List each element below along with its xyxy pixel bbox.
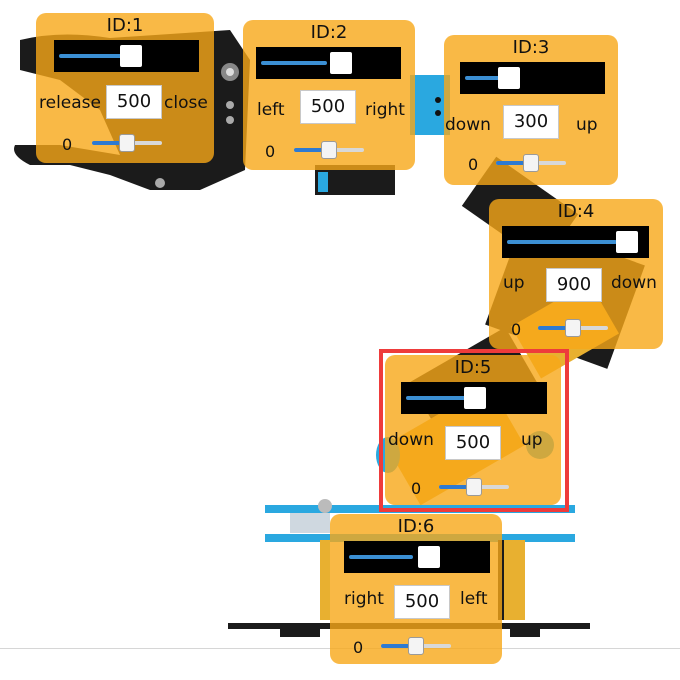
value-slider[interactable] xyxy=(496,154,566,172)
value-input[interactable]: 500 xyxy=(445,426,501,460)
min-label: 0 xyxy=(62,135,73,154)
value-slider[interactable] xyxy=(381,637,451,655)
value-slider[interactable] xyxy=(439,478,509,496)
servo-panel-id3: ID:3 down 300 up 0 xyxy=(444,35,618,185)
servo-title: ID:2 xyxy=(310,22,348,43)
value-input[interactable]: 300 xyxy=(503,105,559,139)
value-input[interactable]: 900 xyxy=(546,268,602,302)
position-indicator xyxy=(401,382,547,414)
value-slider[interactable] xyxy=(92,134,162,152)
value-slider[interactable] xyxy=(294,141,364,159)
min-label: 0 xyxy=(468,155,479,174)
min-label: 0 xyxy=(411,479,422,498)
servo-panel-id6: ID:6 right 500 left 0 xyxy=(330,514,502,664)
left-label: left xyxy=(460,589,488,609)
servo-title: ID:3 xyxy=(512,37,550,58)
up-label: up xyxy=(521,430,543,450)
min-label: 0 xyxy=(353,638,364,657)
servo-title: ID:6 xyxy=(397,516,435,537)
right-label: right xyxy=(344,589,384,609)
servo-panel-id4: ID:4 up 900 down 0 xyxy=(489,199,663,349)
value-input[interactable]: 500 xyxy=(394,585,450,619)
servo-panel-id2: ID:2 left 500 right 0 xyxy=(243,20,415,170)
left-label: left xyxy=(257,100,285,120)
value-slider[interactable] xyxy=(538,319,608,337)
position-indicator xyxy=(502,226,649,258)
close-label: close xyxy=(164,93,208,113)
value-input[interactable]: 500 xyxy=(300,90,356,124)
position-indicator xyxy=(460,62,605,94)
servo-title: ID:4 xyxy=(557,201,595,222)
min-label: 0 xyxy=(265,142,276,161)
position-indicator xyxy=(54,40,199,72)
servo-panel-id1: ID:1 release 500 close 0 xyxy=(36,13,214,163)
servo-title: ID:1 xyxy=(106,15,144,36)
position-indicator xyxy=(344,541,490,573)
right-label: right xyxy=(365,100,405,120)
down-label: down xyxy=(388,430,434,450)
release-label: release xyxy=(39,93,101,113)
value-input[interactable]: 500 xyxy=(106,85,162,119)
down-label: down xyxy=(445,115,491,135)
min-label: 0 xyxy=(511,320,522,339)
down-label: down xyxy=(611,273,657,293)
position-indicator xyxy=(256,47,401,79)
up-label: up xyxy=(503,273,525,293)
up-label: up xyxy=(576,115,598,135)
servo-panel-id5: ID:5 down 500 up 0 xyxy=(385,355,561,505)
servo-title: ID:5 xyxy=(454,357,492,378)
